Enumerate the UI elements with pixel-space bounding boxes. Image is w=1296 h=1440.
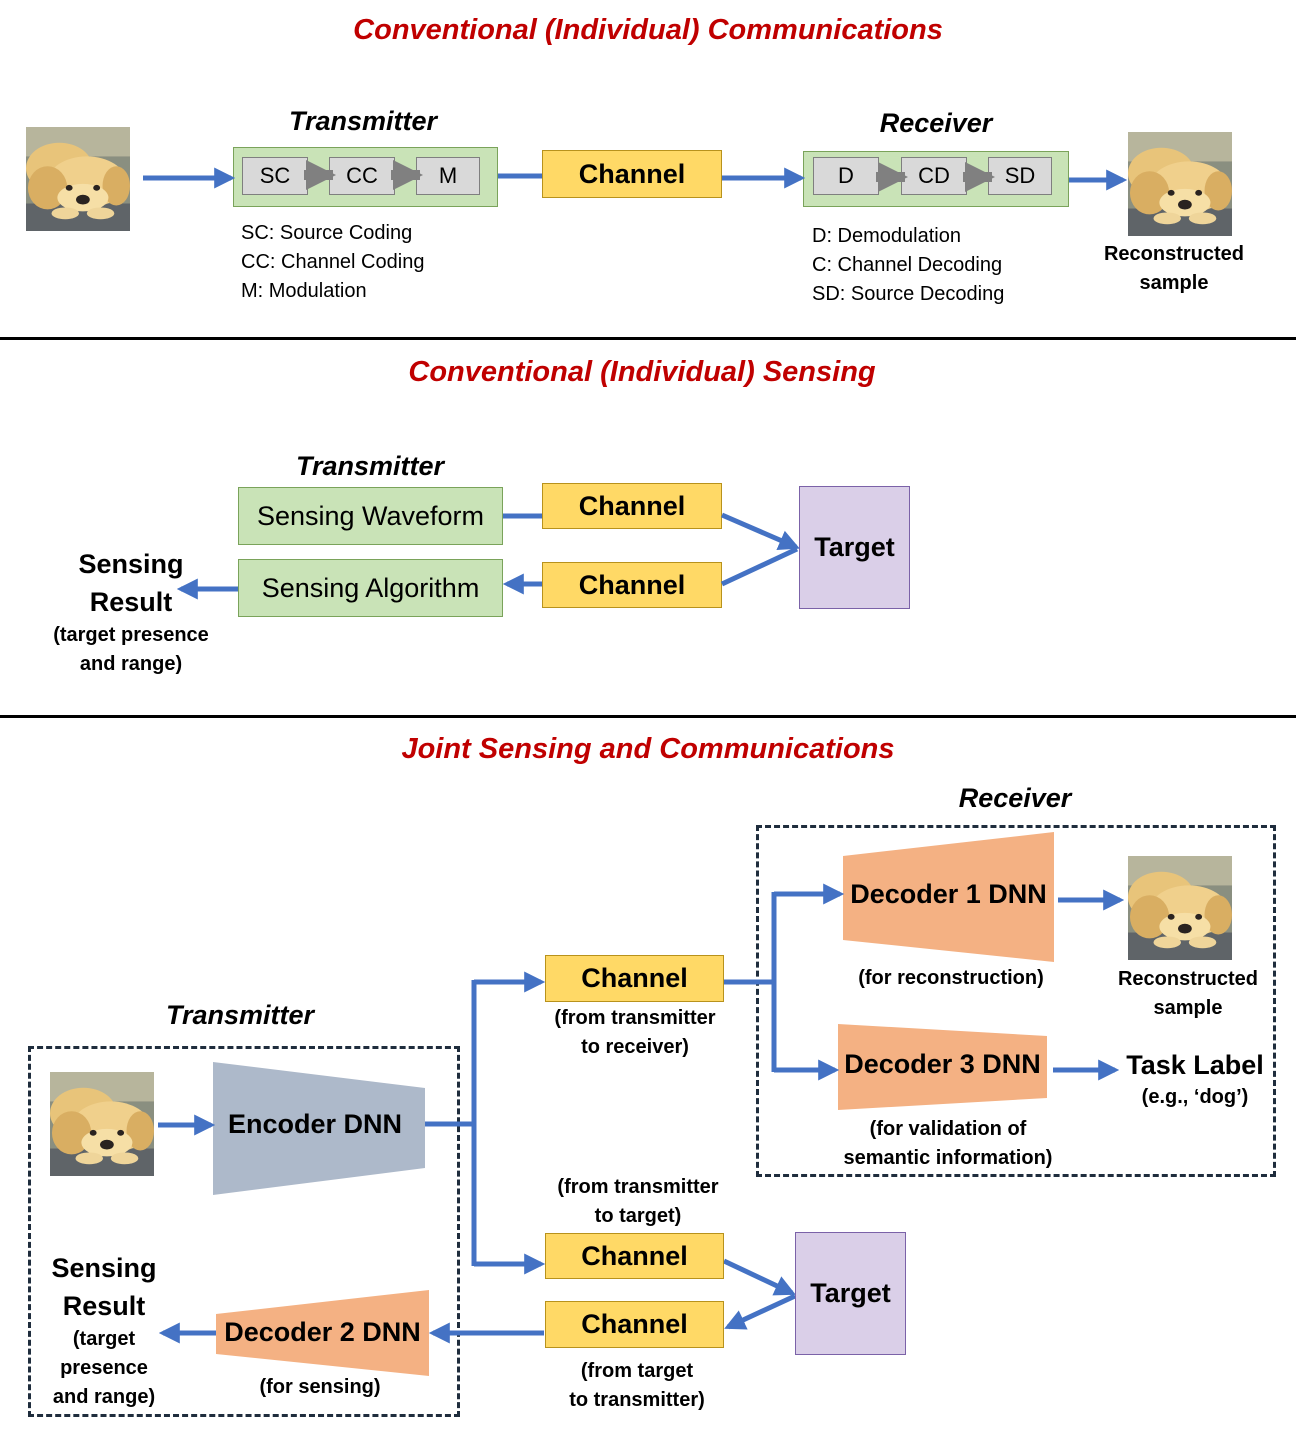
section-divider-2 (0, 715, 1296, 718)
joint-result-note-line3: and range) (52, 1386, 156, 1408)
decoder1-shape (843, 832, 1054, 962)
arrow-target-to-channel (720, 546, 799, 587)
joint-reconstructed-line1: Reconstructed (1117, 968, 1259, 990)
rx-legend-sd: SD: Source Decoding (812, 283, 1005, 305)
tx-legend-m: M: Modulation (241, 280, 367, 302)
arrow-channel-to-target (721, 512, 800, 550)
sensing-algorithm-block: Sensing Algorithm (238, 559, 503, 617)
task-label-title: Task Label (1126, 1050, 1264, 1080)
sensing-channel-top: Channel (542, 483, 722, 529)
decoder2-shape (216, 1290, 429, 1376)
comm-channel-box: Channel (542, 150, 722, 198)
comm-transmitter-label: Transmitter (288, 106, 438, 136)
joint-transmitter-frame (28, 1046, 460, 1417)
joint-channel-to-receiver: Channel (545, 955, 724, 1002)
joint-channel-back-note-line2: to transmitter) (569, 1389, 705, 1411)
joint-reconstructed-image (1128, 856, 1232, 960)
joint-result-line2: Result (62, 1291, 146, 1321)
encoder-shape (213, 1062, 425, 1195)
sensing-result-note-line1: (target presence (53, 624, 209, 646)
rx-channel-decoding-block: CD (901, 157, 967, 195)
decoder3-note-line1: (for validation of (869, 1118, 1027, 1140)
comm-output-label-line1: Reconstructed (1103, 243, 1245, 265)
rx-source-decoding-block: SD (988, 157, 1052, 195)
joint-input-image (50, 1072, 154, 1176)
encoder-label: Encoder DNN (227, 1109, 403, 1139)
joint-channel-back-note-line1: (from target (580, 1360, 694, 1382)
task-label-example: (e.g., ‘dog’) (1141, 1086, 1249, 1108)
sensing-result-note-line2: and range) (79, 653, 183, 675)
sensing-waveform-block: Sensing Waveform (238, 487, 503, 545)
sensing-channel-bottom: Channel (542, 562, 722, 608)
rx-legend-c: C: Channel Decoding (812, 254, 1003, 276)
decoder3-shape (838, 1024, 1047, 1110)
joint-channel-tt-note-line1: (from transmitter (557, 1176, 719, 1198)
joint-result-line1: Sensing (51, 1253, 157, 1283)
arrow-channel-to-joint-target (722, 1258, 796, 1296)
joint-section-title: Joint Sensing and Communications (401, 733, 895, 765)
tx-modulation-block: M (416, 157, 480, 195)
arrow-joint-target-to-channel (724, 1293, 797, 1330)
joint-transmitter-label: Transmitter (165, 1000, 315, 1030)
rx-legend-d: D: Demodulation (812, 225, 961, 247)
joint-channel-rx-note-line2: to receiver) (581, 1036, 689, 1058)
section-divider-1 (0, 337, 1296, 340)
decoder3-note-line2: semantic information) (843, 1147, 1053, 1169)
decoder1-label: Decoder 1 DNN (850, 879, 1047, 909)
joint-channel-to-transmitter: Channel (545, 1301, 724, 1348)
decoder3-label: Decoder 3 DNN (844, 1049, 1041, 1079)
joint-receiver-label: Receiver (958, 783, 1072, 813)
rx-demodulation-block: D (813, 157, 879, 195)
sensing-section-title: Conventional (Individual) Sensing (408, 356, 876, 388)
decoder2-note: (for sensing) (259, 1376, 381, 1398)
joint-channel-rx-note-line1: (from transmitter (554, 1007, 716, 1029)
comm-output-label-line2: sample (1139, 272, 1209, 294)
sensing-transmitter-label: Transmitter (295, 451, 445, 481)
sensing-result-line2: Result (89, 587, 173, 617)
joint-result-note-line1: (target (72, 1328, 136, 1350)
tx-legend-cc: CC: Channel Coding (241, 251, 425, 273)
decoder2-label: Decoder 2 DNN (224, 1317, 421, 1347)
decoder1-note: (for reconstruction) (858, 967, 1044, 989)
joint-target-box: Target (795, 1232, 906, 1355)
tx-legend-sc: SC: Source Coding (241, 222, 413, 244)
comm-section-title: Conventional (Individual) Communications (353, 14, 943, 46)
joint-reconstructed-line2: sample (1153, 997, 1223, 1019)
joint-channel-to-target: Channel (545, 1233, 724, 1279)
joint-receiver-frame (756, 825, 1276, 1177)
joint-channel-tt-note-line2: to target) (594, 1205, 682, 1227)
comm-receiver-label: Receiver (879, 108, 993, 138)
sensing-result-line1: Sensing (78, 549, 184, 579)
joint-result-note-line2: presence (60, 1357, 148, 1379)
